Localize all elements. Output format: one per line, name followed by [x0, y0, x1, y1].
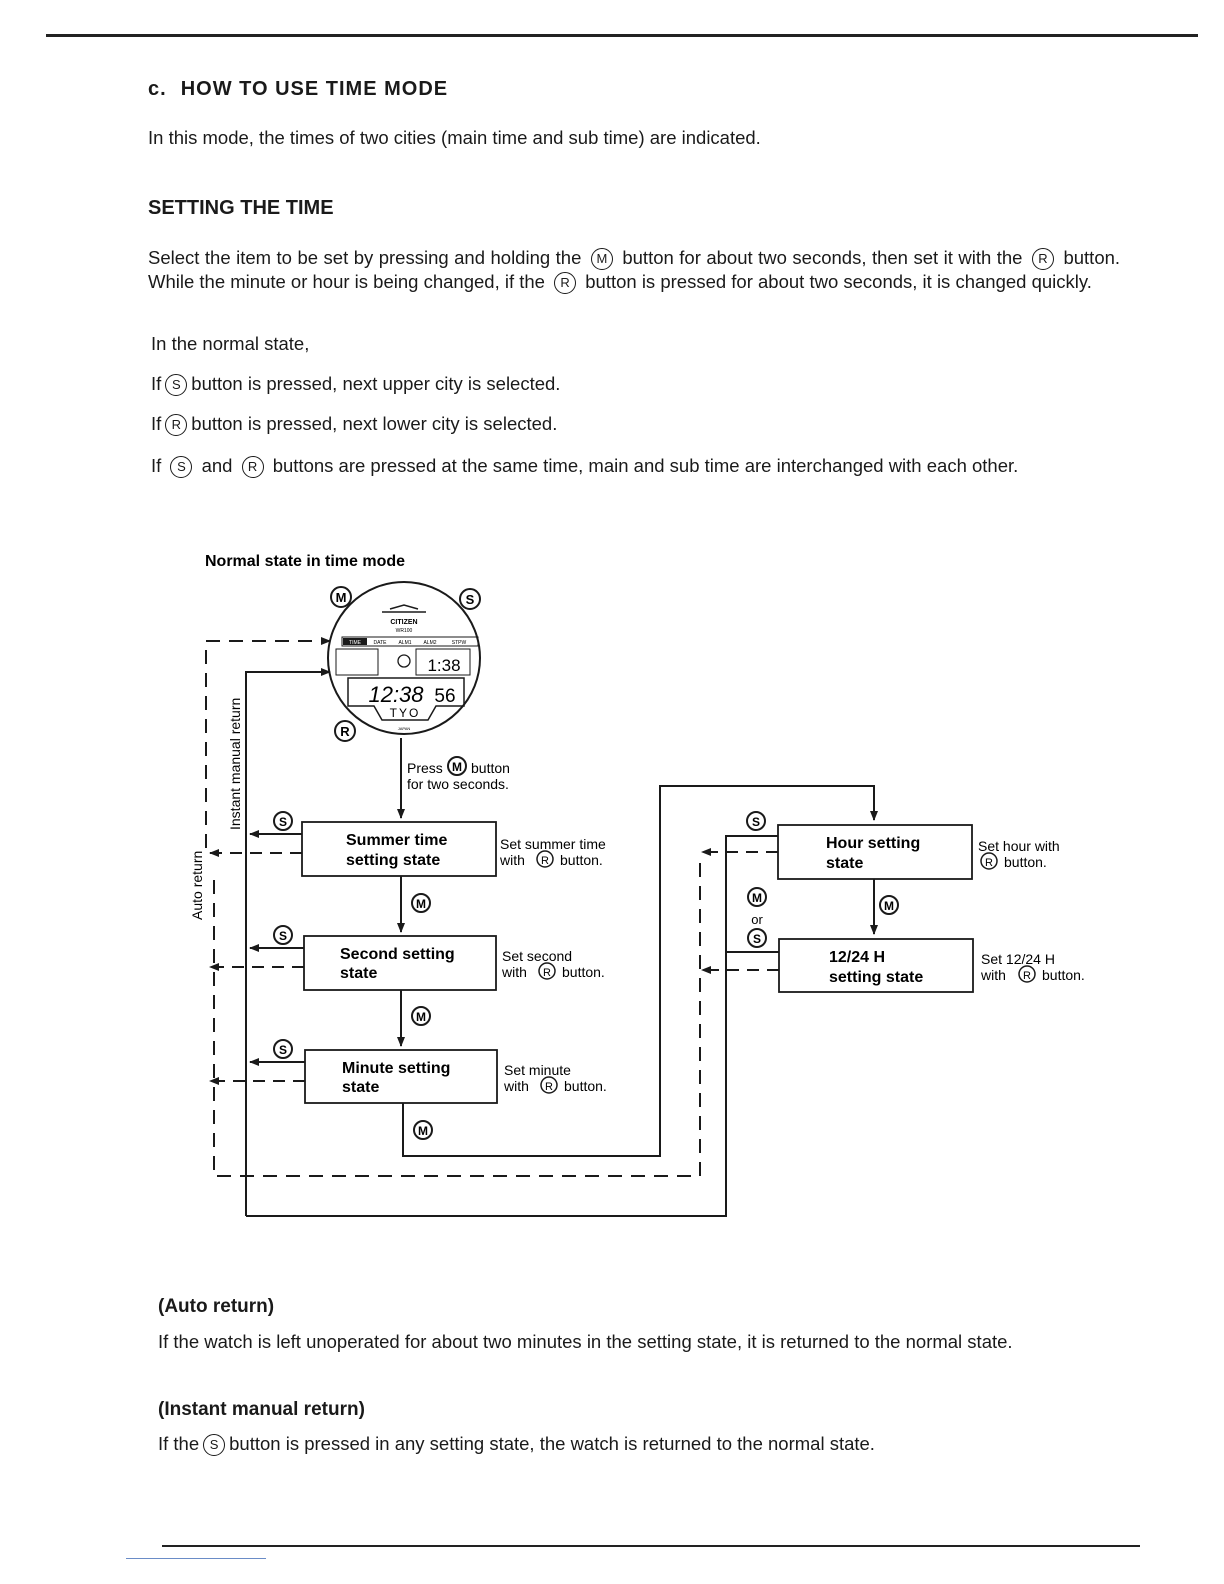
- svg-text:button: button: [471, 760, 510, 776]
- hour-note: Set hour with: [978, 838, 1060, 854]
- svg-text:Hour setting: Hour setting: [826, 835, 920, 852]
- svg-text:state: state: [826, 855, 863, 872]
- svg-text:TIME: TIME: [349, 640, 362, 646]
- s-button-icon: S: [279, 929, 287, 943]
- citizen-logo-icon: [382, 604, 426, 613]
- watch-brand: CITIZEN: [390, 619, 417, 626]
- auto-return-text: If the watch is left unoperated for abou…: [158, 1331, 1013, 1352]
- watch-illustration: CITIZEN WR100 TIME DATE ALM1 ALM2 STPW 1…: [327, 581, 481, 735]
- svg-text:with: with: [501, 964, 527, 980]
- both-buttons-line: If S and R buttons are pressed at the sa…: [151, 455, 1019, 478]
- svg-text:with: with: [980, 967, 1006, 983]
- svg-text:Press: Press: [407, 760, 443, 776]
- m-button-icon: M: [590, 248, 613, 270]
- m-button-icon: M: [416, 897, 426, 911]
- instant-return-label: Instant manual return: [227, 698, 243, 830]
- section-letter: c.: [148, 78, 167, 100]
- svg-text:ALM1: ALM1: [398, 640, 411, 646]
- 1224h-setting-state-box: 12/24 H setting state: [778, 938, 974, 993]
- s-button-icon: S: [170, 456, 193, 478]
- svg-text:JAPAN: JAPAN: [398, 726, 411, 731]
- svg-text:Second setting: Second setting: [340, 946, 455, 963]
- svg-text:Minute setting: Minute setting: [342, 1060, 450, 1077]
- summer-time-state-box: Summer time setting state: [301, 821, 497, 877]
- m-button-icon: M: [884, 899, 894, 913]
- svg-text:button.: button.: [560, 852, 603, 868]
- time-mode-flow-diagram: Normal state in time mode CITIZEN WR100 …: [189, 553, 1085, 1217]
- svg-text:ALM2: ALM2: [423, 640, 436, 646]
- svg-text:button.: button.: [562, 964, 605, 980]
- bottom-rule: [162, 1545, 1140, 1547]
- s-button-icon: S: [203, 1434, 226, 1456]
- section-heading: c. HOW TO USE TIME MODE: [148, 78, 448, 101]
- intro-paragraph: In this mode, the times of two cities (m…: [148, 127, 761, 148]
- watch-model: WR100: [396, 628, 413, 634]
- svg-text:12/24 H: 12/24 H: [829, 949, 885, 966]
- svg-text:Summer time: Summer time: [346, 832, 447, 849]
- svg-text:button.: button.: [564, 1078, 607, 1094]
- setting-heading: SETTING THE TIME: [148, 197, 334, 219]
- svg-text:for two seconds.: for two seconds.: [407, 776, 509, 792]
- s-button-icon: S: [279, 1043, 287, 1057]
- s-button-icon: S: [752, 815, 760, 829]
- s-button-icon: S: [753, 932, 761, 946]
- m-button-icon: M: [452, 760, 462, 774]
- svg-text:button.: button.: [1004, 854, 1047, 870]
- setting-paragraph: Select the item to be set by pressing an…: [148, 247, 1121, 294]
- r-button-icon: R: [165, 414, 188, 436]
- auto-return-label: Auto return: [189, 851, 205, 920]
- watch-sub-time: 1:38: [427, 656, 460, 675]
- r-button-icon: R: [985, 857, 993, 869]
- m-button-icon: M: [752, 891, 762, 905]
- r-button-icon: R: [543, 967, 551, 979]
- s-button-icon: S: [279, 815, 287, 829]
- svg-text:with: with: [503, 1078, 529, 1094]
- footer-mark: [126, 1558, 266, 1559]
- svg-text:setting state: setting state: [829, 969, 923, 986]
- top-rule: [46, 34, 1198, 37]
- minute-note: Set minute: [504, 1062, 571, 1078]
- watch-seconds: 56: [434, 686, 455, 707]
- r-button-icon: R: [241, 456, 264, 478]
- svg-text:DATE: DATE: [374, 640, 388, 646]
- s-button-icon: S: [165, 374, 188, 396]
- watch-city: TYO: [390, 706, 421, 720]
- watch-mode-bar: TIME DATE ALM1 ALM2 STPW: [341, 636, 479, 647]
- svg-text:STPW: STPW: [452, 640, 467, 646]
- m-button-icon: M: [418, 1124, 428, 1138]
- svg-text:button.: button.: [1042, 967, 1085, 983]
- m-button-icon: M: [336, 590, 347, 605]
- s-button-icon: S: [466, 592, 475, 607]
- r-button-icon: R: [541, 855, 549, 867]
- svg-text:with: with: [499, 852, 525, 868]
- summer-note: Set summer time: [500, 836, 606, 852]
- minute-setting-state-box: Minute setting state: [304, 1049, 498, 1104]
- m-button-icon: M: [416, 1010, 426, 1024]
- r-button-icon: R: [1031, 248, 1054, 270]
- svg-text:state: state: [342, 1079, 379, 1096]
- r-button-icon: R: [554, 272, 577, 294]
- second-setting-state-box: Second setting state: [303, 935, 497, 991]
- svg-text:setting state: setting state: [346, 852, 440, 869]
- watch-main-time: 12:38: [368, 682, 424, 707]
- instant-return-heading: (Instant manual return): [158, 1399, 365, 1420]
- svg-text:state: state: [340, 965, 377, 982]
- r-button-icon: R: [545, 1081, 553, 1093]
- auto-return-heading: (Auto return): [158, 1296, 275, 1317]
- normal-state-text: In the normal state,: [151, 333, 310, 354]
- r-button-icon: R: [340, 724, 350, 739]
- section-title: HOW TO USE TIME MODE: [180, 78, 449, 100]
- or-label: or: [751, 912, 763, 927]
- r-button-icon: R: [1023, 970, 1031, 982]
- second-note: Set second: [502, 948, 572, 964]
- hour-setting-state-box: Hour setting state: [777, 824, 973, 880]
- h1224-note: Set 12/24 H: [981, 951, 1055, 967]
- diagram-title: Normal state in time mode: [205, 553, 405, 570]
